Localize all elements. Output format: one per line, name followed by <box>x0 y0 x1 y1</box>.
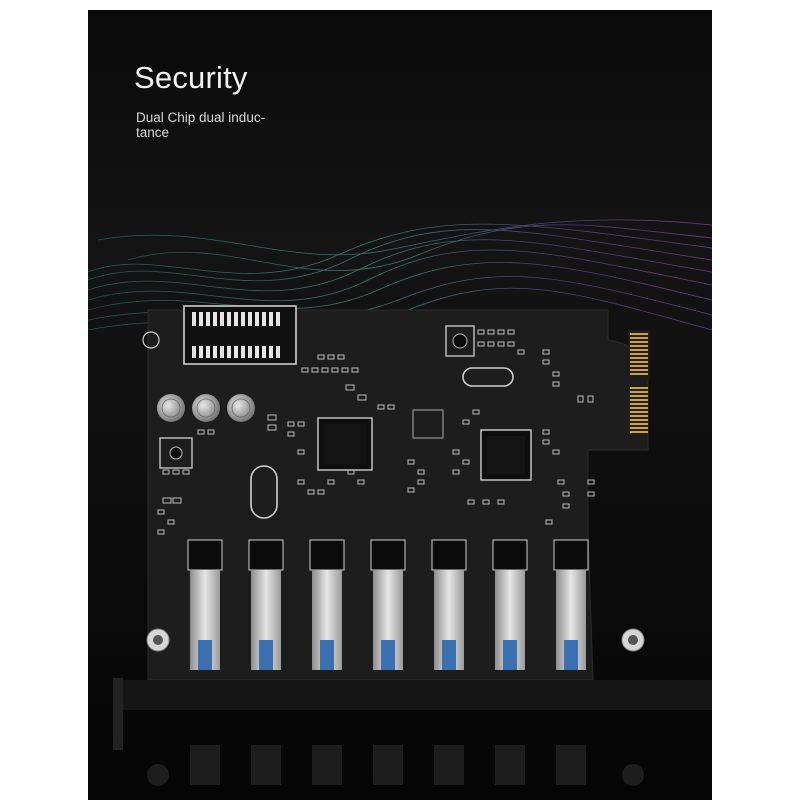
mount-hole-top <box>142 331 160 349</box>
sata-power-connector <box>183 305 297 365</box>
usb-port-1 <box>187 539 223 670</box>
pcie-gold-contacts <box>628 330 650 433</box>
pcb-board <box>113 305 712 786</box>
metal-bracket <box>118 680 712 710</box>
reflection <box>147 745 644 786</box>
usb-ports <box>187 539 589 670</box>
inductor-2 <box>192 394 220 422</box>
usb-port-4 <box>370 539 406 670</box>
inductor-3 <box>227 394 255 422</box>
usb-port-6 <box>492 539 528 670</box>
smd-components <box>157 329 595 535</box>
usb-port-3 <box>309 539 345 670</box>
pcie-usb-card-illustration <box>88 219 712 786</box>
hero-title: Security <box>134 60 248 95</box>
regulator-outline <box>159 437 193 469</box>
crystal-top <box>462 367 514 387</box>
usb-port-5 <box>431 539 467 670</box>
hero-panel: Security Dual Chip dual induc-tance <box>88 10 712 800</box>
usb-controller-chip-1 <box>317 417 373 471</box>
usb-port-7 <box>553 539 589 670</box>
usb-port-2 <box>248 539 284 670</box>
hero-subtitle: Dual Chip dual induc-tance <box>136 110 306 140</box>
subtitle-line-2: tance <box>136 125 170 140</box>
subtitle-line-1: Dual Chip dual induc- <box>136 110 266 125</box>
inductor-1 <box>157 394 185 422</box>
inductors <box>157 394 255 422</box>
usb-controller-chip-2 <box>480 429 532 481</box>
crystal-left <box>250 465 278 519</box>
